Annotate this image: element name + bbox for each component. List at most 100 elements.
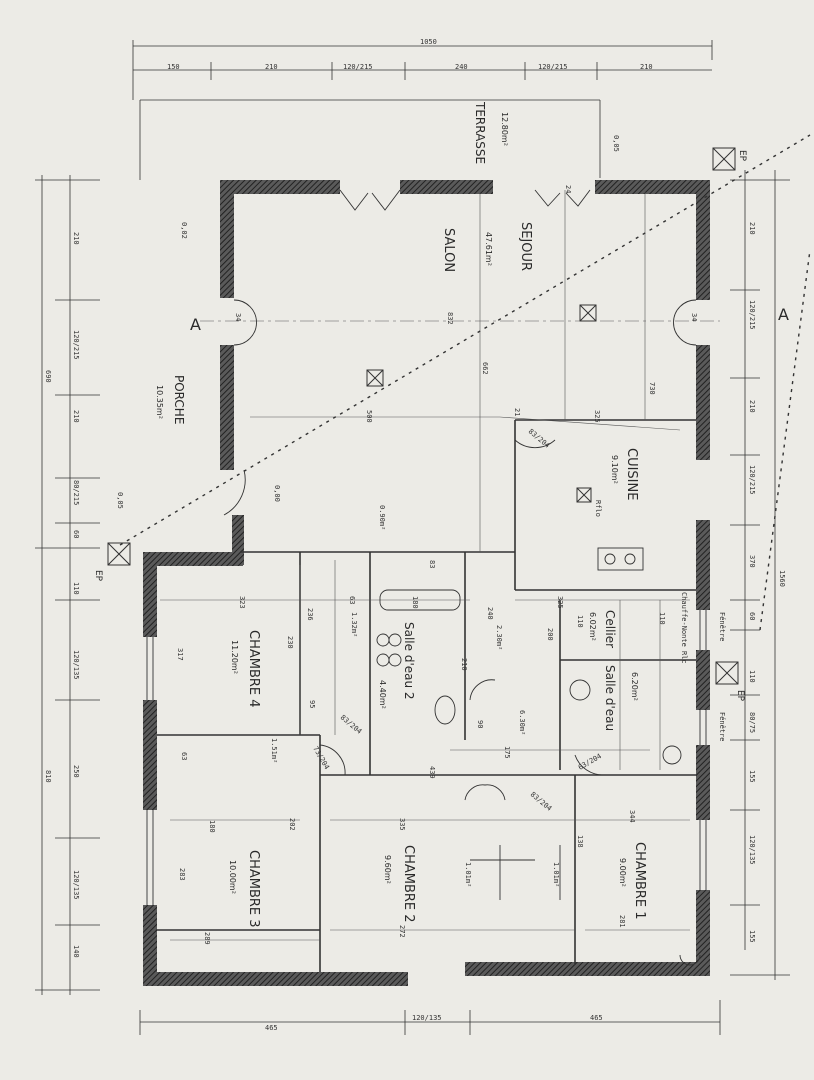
- dim-34-a: 34: [234, 313, 242, 321]
- dim-180-a: 180: [411, 596, 419, 609]
- room-cuisine-name: CUISINE: [624, 448, 639, 500]
- elevation-1: 0,05: [612, 135, 620, 152]
- dim-289: 289: [203, 932, 211, 945]
- ep-label-top: EP: [737, 150, 747, 162]
- top-dim-6: 210: [640, 63, 653, 71]
- bottom-dimensions: [139, 1000, 721, 1035]
- dim-21: 21: [513, 408, 521, 416]
- elevation-3: 0,05: [116, 492, 124, 509]
- overall-right-label: 1560: [778, 570, 786, 587]
- area-label-6: 1.01m²: [552, 862, 560, 887]
- dim-662: 662: [481, 362, 489, 375]
- cuisine-spot-label: Rflo: [594, 500, 602, 517]
- area-label-5: 1.01m²: [464, 862, 472, 887]
- left-dim-5: 60: [72, 530, 80, 538]
- dim-24: 24: [564, 185, 572, 193]
- inner-dimension-labels: 832 662 500 325 730 323 63 180 230 236 3…: [176, 185, 698, 945]
- room-chambre-2-name: CHAMBRE 2: [401, 845, 416, 923]
- dim-281: 281: [618, 915, 626, 928]
- room-porche-area: 10.35m²: [155, 385, 164, 419]
- bottom-dim-1: 465: [265, 1024, 278, 1032]
- dim-90: 90: [476, 720, 484, 728]
- fixtures: [376, 547, 682, 900]
- right-dim-6: 60: [748, 612, 756, 620]
- dim-439: 439: [428, 766, 436, 779]
- dim-236: 236: [306, 608, 314, 621]
- left-dim-6: 110: [72, 582, 80, 595]
- chauffe-eau-label: Chauffe-Nonte Rlc: [680, 592, 688, 664]
- room-porche-name: PORCHE: [172, 375, 186, 424]
- room-chambre-3-area: 10.00m²: [228, 860, 237, 894]
- left-dim-3: 210: [72, 410, 80, 423]
- right-dim-10: 120/135: [748, 835, 756, 865]
- reference-lines: [160, 190, 720, 941]
- bottom-dim-2: 120/135: [412, 1014, 442, 1022]
- left-dimensions: [35, 175, 100, 995]
- dim-344: 344: [628, 810, 636, 823]
- overall-width-label: 1050: [420, 38, 437, 46]
- dim-317: 317: [176, 648, 184, 661]
- dim-34-b: 34: [690, 313, 698, 321]
- dim-283: 283: [178, 868, 186, 881]
- interior-walls: [157, 419, 696, 972]
- dim-138: 138: [576, 835, 584, 848]
- ep-boxes: [107, 147, 739, 685]
- room-chambre-3-name: CHAMBRE 3: [246, 850, 261, 928]
- left-dim-8: 250: [72, 765, 80, 778]
- room-sejour-area: 47.61m²: [484, 232, 493, 266]
- left-dim-1: 210: [72, 232, 80, 245]
- doors: [223, 189, 701, 966]
- fenetre-label-2: Fénêtre: [718, 712, 726, 742]
- section-line: [119, 134, 811, 546]
- dim-63-a: 63: [348, 596, 356, 604]
- dim-272: 272: [398, 925, 406, 938]
- dim-110-a: 110: [576, 615, 584, 628]
- top-dim-4: 240: [455, 63, 468, 71]
- room-cellier-area: 6.02m²: [588, 612, 597, 641]
- section-marker-right: A: [778, 305, 789, 324]
- right-dim-1: 210: [748, 222, 756, 235]
- bottom-dim-3: 465: [590, 1014, 603, 1022]
- right-dim-5: 370: [748, 555, 756, 568]
- dim-325-b: 325: [556, 596, 564, 609]
- area-label-1: 0.90m²: [378, 505, 386, 530]
- right-dimensions: [730, 170, 790, 980]
- dim-240: 240: [486, 607, 494, 620]
- elevation-4: 0,00: [273, 485, 281, 502]
- room-terrasse-area: 12.80m²: [500, 112, 509, 146]
- room-sejour-name: SEJOUR: [518, 222, 533, 271]
- room-salon-name: SALON: [441, 228, 456, 272]
- right-dim-8: 80/75: [748, 712, 756, 733]
- room-salle-eau-2-area: 4.40m²: [378, 680, 387, 709]
- dim-323: 323: [238, 596, 246, 609]
- right-dim-9: 155: [748, 770, 756, 783]
- dim-200: 200: [546, 628, 554, 641]
- dim-500: 500: [365, 410, 373, 423]
- dim-832: 832: [446, 312, 454, 325]
- right-dim-4: 120/215: [748, 465, 756, 495]
- right-dim-7: 110: [748, 670, 756, 683]
- dim-210: 210: [460, 658, 468, 671]
- area-label-4: 1.51m²: [270, 738, 278, 763]
- room-salle-eau-2-name: Salle d'eau 2: [402, 622, 416, 700]
- room-labels: SEJOUR 47.61m² SALON TERRASSE 12.80m² PO…: [155, 101, 647, 928]
- dim-110-b: 110: [658, 612, 666, 625]
- fenetre-label-1: Fénêtre: [718, 612, 726, 642]
- dim-202: 202: [288, 818, 296, 831]
- windows: [146, 610, 707, 905]
- area-label-2: 2.30m²: [495, 625, 503, 650]
- right-dim-11: 155: [748, 930, 756, 943]
- left-dim-2: 120/215: [72, 330, 80, 360]
- dim-63-b: 63: [180, 752, 188, 760]
- ep-label-left: EP: [93, 570, 103, 582]
- top-dim-1: 150: [167, 63, 180, 71]
- top-dimensions: [132, 40, 713, 180]
- left-total-1: 690: [44, 370, 52, 383]
- left-dim-4: 80/215: [72, 480, 80, 505]
- left-total-2: 810: [44, 770, 52, 783]
- room-salle-eau-name: Salle d'eau: [603, 665, 617, 731]
- room-cuisine-area: 9.10m²: [610, 455, 619, 484]
- room-chambre-4-area: 11.20m²: [230, 640, 239, 674]
- area-label-7: 6.30m²: [518, 710, 526, 735]
